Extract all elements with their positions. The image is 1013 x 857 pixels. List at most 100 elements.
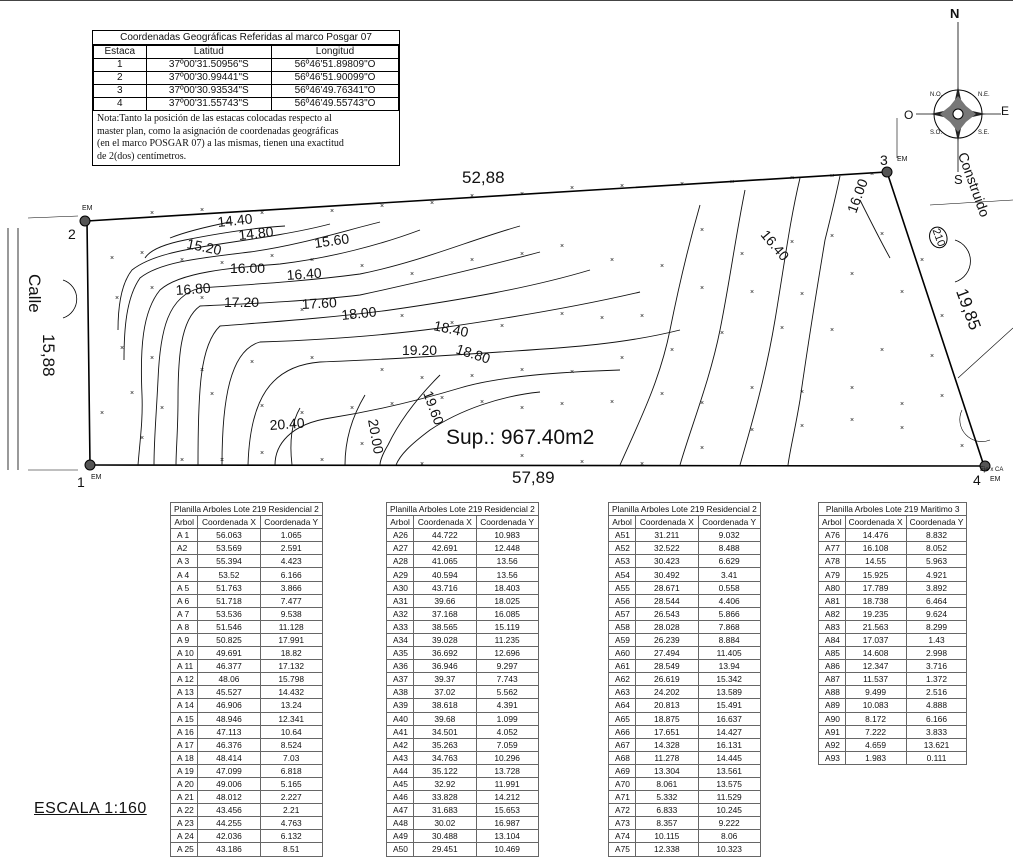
table-cell: 39.66 [413,593,477,608]
table-cell: 1.983 [844,750,907,765]
tree-marker-icon: × [300,410,304,417]
table-cell: A39 [385,698,415,713]
table-cell: 8.06 [697,829,761,844]
table-cell: 13.728 [475,763,539,778]
tree-marker-icon: × [450,320,454,327]
table-cell: 13.561 [697,763,761,778]
tree-marker-icon: × [870,171,874,178]
table-cell: 26.619 [635,672,699,687]
area-label: Sup.: 967.40m2 [446,426,595,449]
survey-plan: 14.40 14.80 15.20 15.60 16.00 16.40 16.8… [0,0,1013,472]
tree-marker-icon: × [850,271,854,278]
table-cell: 9.538 [259,606,323,621]
table-cell: A 18 [169,750,199,765]
table-cell: 8.052 [905,541,968,556]
table-cell: A46 [385,790,415,805]
table-header: Coordenada Y [475,515,539,530]
table-cell: 48.012 [197,790,261,805]
table-cell: A 3 [169,554,199,569]
table-cell: 18.738 [844,593,907,608]
table-cell: 12.448 [475,541,539,556]
tree-marker-icon: × [150,285,154,292]
table-cell: 38.565 [413,619,477,634]
tree-marker-icon: × [380,203,384,210]
table-cell: 26.543 [635,606,699,621]
table-cell: 3.716 [905,659,968,674]
table-cell: A85 [818,646,846,661]
table-cell: 16.131 [697,737,761,752]
tree-markers: ××××××××××××××××××××××××××××××××××××××××… [100,171,964,468]
table-cell: 39.68 [413,711,477,726]
table-cell: 32.92 [413,776,477,792]
table-cell: A83 [818,619,846,634]
tree-marker-icon: × [900,289,904,296]
table-cell: 5.866 [697,606,761,621]
table-cell: A37 [385,672,415,687]
svg-text:16.80: 16.80 [175,280,211,298]
table-cell: 12.338 [635,842,699,857]
table-cell: A63 [607,685,637,700]
table-cell: A38 [385,685,415,700]
tree-marker-icon: × [750,427,754,434]
table-cell: A82 [818,606,846,621]
table-cell: 8.884 [697,632,761,648]
tree-marker-icon: × [670,347,674,354]
table-cell: A62 [607,672,637,687]
table-title: Planilla Arboles Lote 219 Residencial 2 [386,501,539,517]
stake-3: 3 [880,152,888,168]
table-cell: 10.323 [697,842,761,857]
table-cell: A 1 [169,528,199,543]
table-header: Coordenada X [413,515,477,530]
table-cell: 9.032 [697,528,761,543]
tree-marker-icon: × [920,257,924,264]
table-header: Coordenada X [197,515,261,530]
table-cell: 48.946 [197,711,261,726]
table-cell: 8.832 [905,528,968,543]
tree-marker-icon: × [360,441,364,448]
table-cell: A90 [818,711,846,726]
tree-marker-icon: × [620,355,624,362]
svg-text:16.40: 16.40 [286,265,322,283]
table-cell: 11.991 [475,776,539,792]
table-cell: 11.128 [259,619,323,634]
tree-marker-icon: × [140,250,144,257]
table-cell: A31 [385,593,415,608]
table-cell: A76 [818,528,846,543]
table-cell: 26.239 [635,632,699,648]
table-cell: A 14 [169,698,199,713]
tree-marker-icon: × [700,445,704,452]
table-cell: 31.211 [635,528,699,543]
tree-marker-icon: × [140,435,144,442]
table-cell: 13.94 [697,659,761,674]
tree-marker-icon: × [200,207,204,214]
table-cell: A53 [607,554,637,569]
table-cell: 8.172 [844,711,907,726]
table-cell: 15.798 [259,672,323,687]
table-cell: 3.41 [697,567,761,582]
table-cell: 17.991 [259,632,323,648]
tree-marker-icon: × [480,399,484,406]
tree-marker-icon: × [420,375,424,382]
table-cell: 53.52 [197,567,261,582]
table-cell: 44.255 [197,816,261,831]
table-cell: A 23 [169,816,199,831]
table-cell: A49 [385,829,415,844]
eje-ca-label: Eje x CA [980,467,1004,473]
table-cell: 7.743 [475,672,539,687]
